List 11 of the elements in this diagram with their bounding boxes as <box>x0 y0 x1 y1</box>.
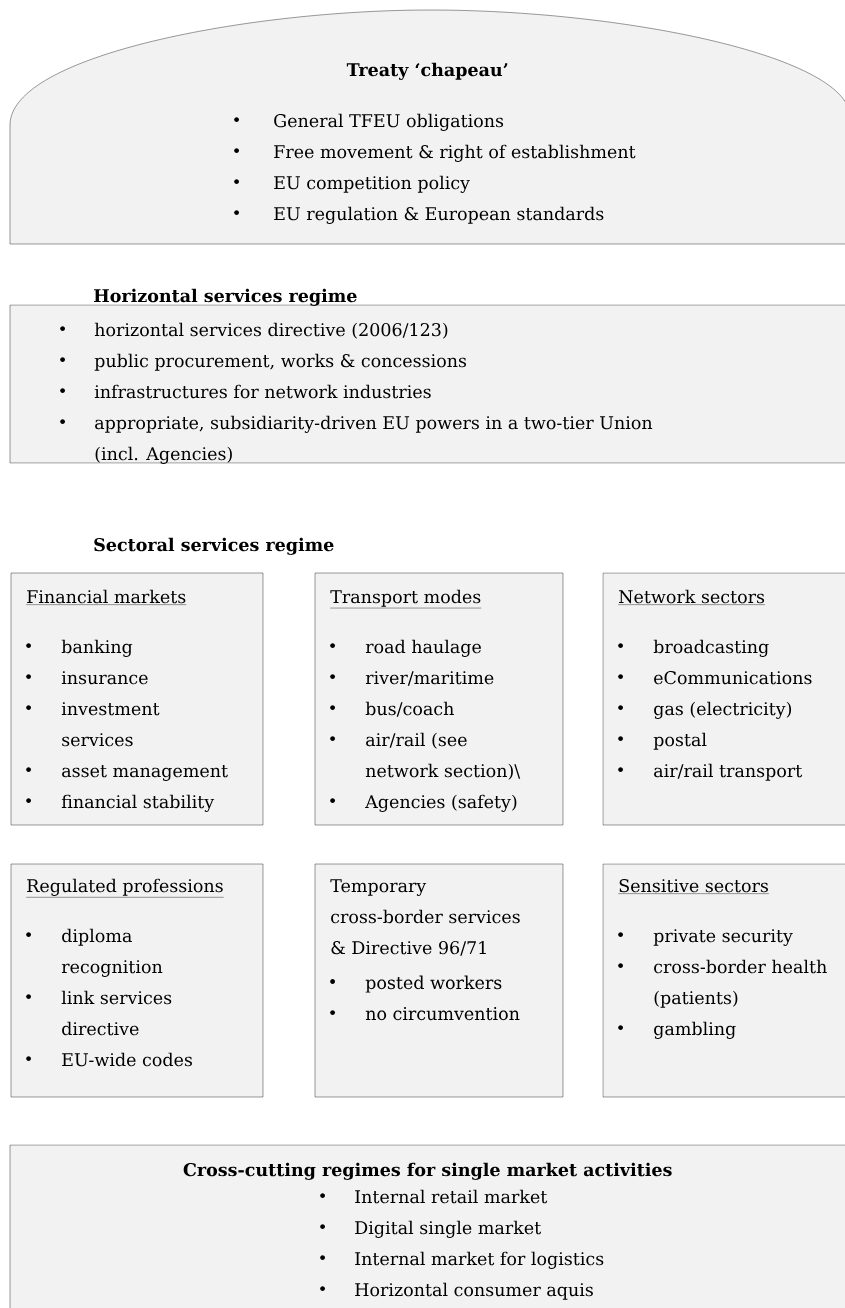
dome-panel: Treaty ‘chapeau’ General TFEU obligations Free movement & right of establishment EU competition policy EU regulation & European standards <box>9 9 845 245</box>
node-label: Horizontal services regime <box>94 288 357 306</box>
section-heading: Sectoral services regime <box>94 537 334 555</box>
text-box: Cross-cutting regimes for single market activities Internal retail market Digital single market Internal market for logistics Horizontal consumer aquis <box>9 1144 845 1308</box>
text-box: Transport modes road haulage river/maritime bus/coach air/rail (see network section)\ Agencies (safety) <box>314 572 564 826</box>
text-box: Network sectors broadcasting eCommunications gas (electricity) postal air/rail transport <box>602 572 845 826</box>
text-box: Sensitive sectors private security cross-border health (patients) gambling <box>602 863 845 1098</box>
text-box: Regulated professions diploma recognition link services directive EU-wide codes <box>10 863 264 1098</box>
text-box: Temporary cross-border services & Directive 96/71 posted workers no circumvention <box>314 863 564 1098</box>
text-box: Financial markets banking insurance investment services asset management financial stability <box>10 572 264 826</box>
text-box: Horizontal services regime horizontal services directive (2006/123) public procurement, works & concessions infrastructures for network industries appropriate, subsidiarity-driven EU powers in a two-tier Union (incl. Agencies) <box>9 288 845 464</box>
